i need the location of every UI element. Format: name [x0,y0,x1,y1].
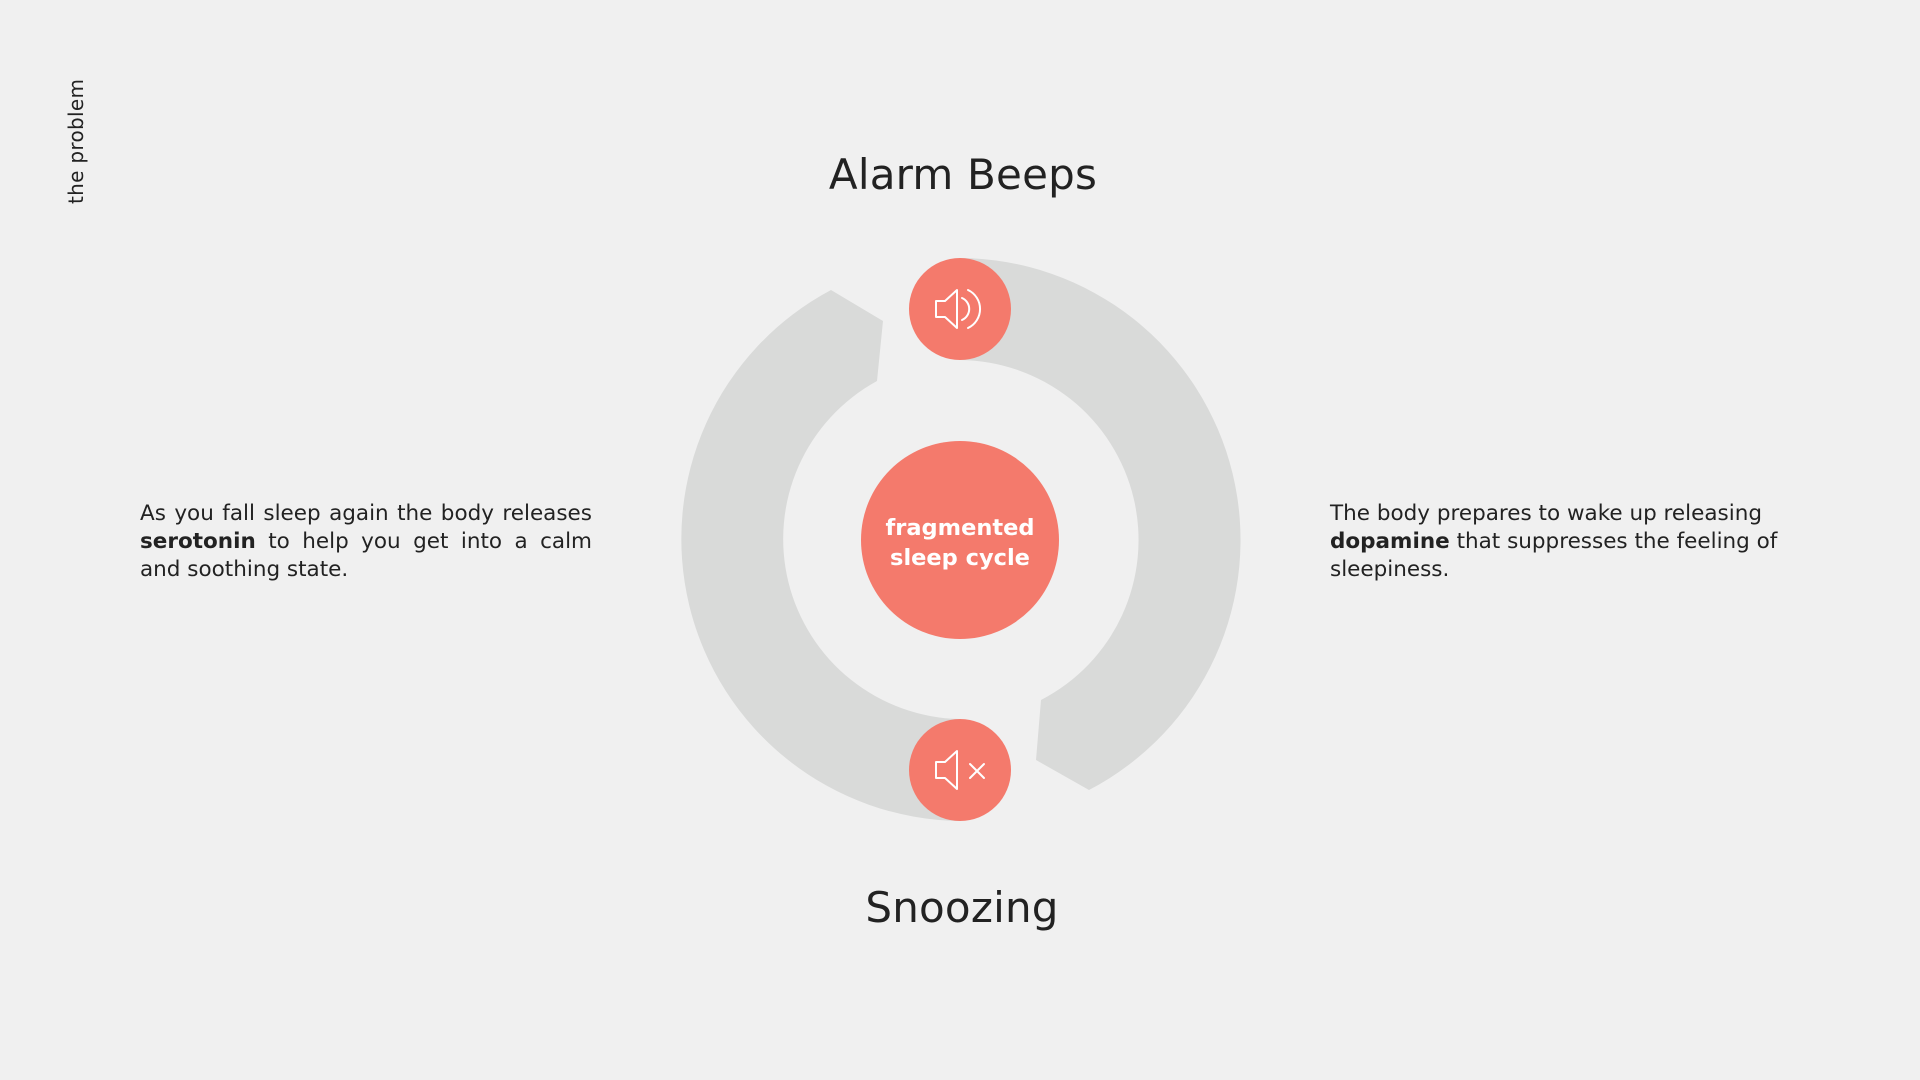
center-label-line1: fragmented [885,515,1034,541]
serotonin-description: As you fall sleep again the body release… [140,500,592,584]
serotonin-keyword: serotonin [140,529,256,554]
alarm-node [909,258,1011,360]
dopamine-text-after: that suppresses the feeling of sleepines… [1330,529,1778,582]
snooze-node [909,719,1011,821]
speaker-mute-icon [935,750,985,790]
snoozing-heading: Snoozing [865,883,1059,932]
dopamine-keyword: dopamine [1330,529,1450,554]
center-circle [861,441,1059,639]
ring-arc-left [681,290,960,821]
ring-arc-right [960,258,1241,790]
alarm-beeps-heading: Alarm Beeps [828,150,1098,199]
speaker-sound-icon [935,289,981,329]
serotonin-text-after: to help you get into a calm and soothing… [140,529,592,582]
center-label-line2: sleep cycle [890,545,1030,571]
dopamine-text-before: The body prepares to wake up releasing [1330,501,1762,526]
dopamine-description: The body prepares to wake up releasing d… [1330,500,1780,584]
serotonin-text-before: As you fall sleep again the body release… [140,501,592,526]
